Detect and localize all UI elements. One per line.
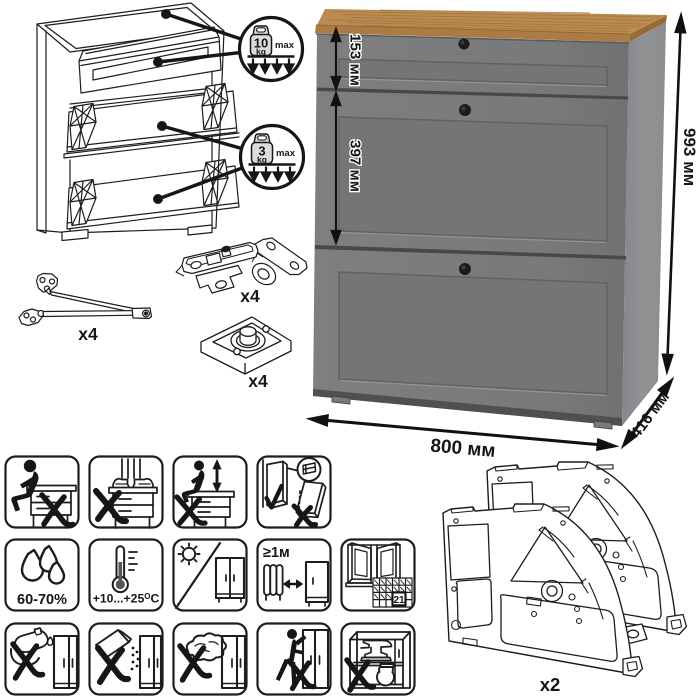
svg-text:kg: kg <box>257 154 267 164</box>
svg-text:60-70%: 60-70% <box>17 592 67 608</box>
svg-text:kg: kg <box>256 46 266 56</box>
svg-text:x4: x4 <box>248 371 268 391</box>
svg-text:3: 3 <box>258 144 265 159</box>
svg-text:397 мм: 397 мм <box>347 140 364 192</box>
svg-text:993 мм: 993 мм <box>680 128 699 186</box>
svg-text:≥1м: ≥1м <box>263 545 290 561</box>
svg-text:x4: x4 <box>78 324 98 344</box>
svg-text:x2: x2 <box>540 674 561 695</box>
svg-text:+10...+25OC: +10...+25OC <box>93 592 160 606</box>
svg-text:153 мм: 153 мм <box>347 34 364 86</box>
svg-text:x4: x4 <box>240 286 260 306</box>
svg-text:21: 21 <box>393 595 405 606</box>
svg-text:10: 10 <box>254 36 268 51</box>
